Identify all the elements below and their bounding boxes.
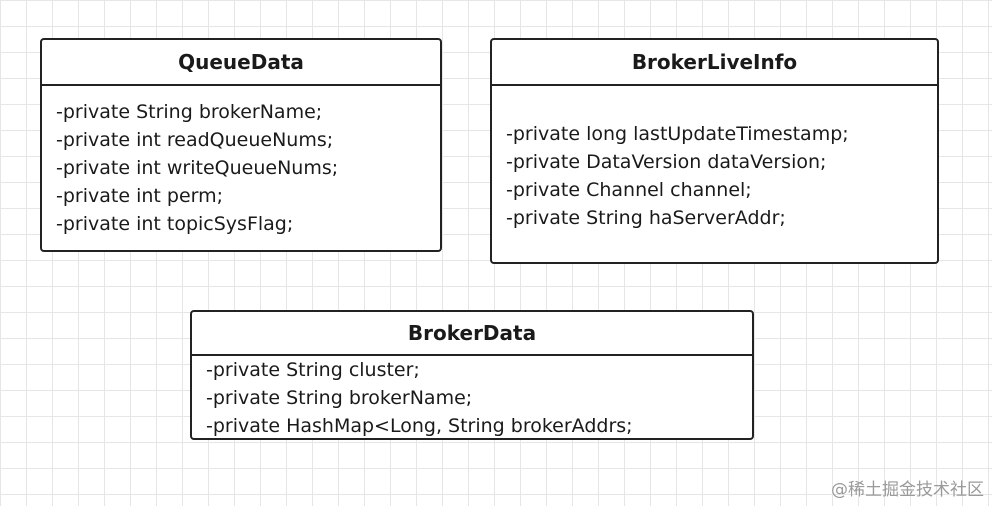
field-line: -private int topicSysFlag;: [56, 213, 294, 235]
field-line: -private String cluster;: [206, 359, 420, 381]
watermark-text: @稀土掘金技术社区: [831, 480, 984, 500]
class-fields-brokerliveinfo: -private long lastUpdateTimestamp; -priv…: [492, 86, 937, 232]
class-fields-queuedata: -private String brokerName; -private int…: [42, 86, 440, 238]
class-box-queuedata[interactable]: QueueData -private String brokerName; -p…: [40, 38, 442, 252]
class-title-queuedata: QueueData: [42, 40, 440, 86]
class-title-brokerdata: BrokerData: [192, 312, 752, 356]
field-line: -private long lastUpdateTimestamp;: [506, 123, 849, 145]
field-line: -private Channel channel;: [506, 179, 752, 201]
class-box-brokerdata[interactable]: BrokerData -private String cluster; -pri…: [190, 310, 754, 440]
field-line: -private int perm;: [56, 185, 224, 207]
field-line: -private int writeQueueNums;: [56, 157, 339, 179]
field-line: -private String brokerName;: [206, 387, 473, 409]
field-line: -private String brokerName;: [56, 101, 323, 123]
class-box-brokerliveinfo[interactable]: BrokerLiveInfo -private long lastUpdateT…: [490, 38, 939, 264]
class-title-brokerliveinfo: BrokerLiveInfo: [492, 40, 937, 86]
class-fields-brokerdata: -private String cluster; -private String…: [192, 356, 752, 438]
field-line: -private HashMap<Long, String brokerAddr…: [206, 415, 633, 437]
field-line: -private DataVersion dataVersion;: [506, 151, 827, 173]
field-line: -private int readQueueNums;: [56, 129, 334, 151]
field-line: -private String haServerAddr;: [506, 207, 786, 229]
